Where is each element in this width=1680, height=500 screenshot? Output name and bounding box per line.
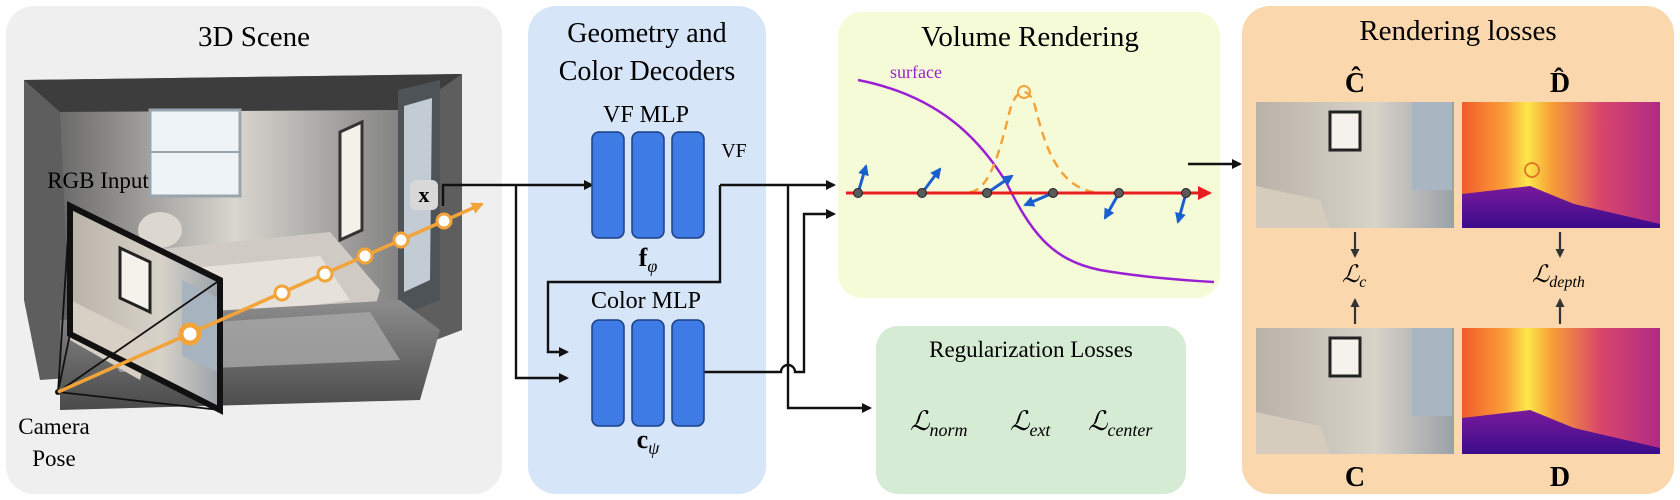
gt-color-image bbox=[1256, 328, 1454, 454]
volume-rendering-panel bbox=[838, 12, 1220, 298]
density-peak-marker bbox=[1017, 85, 1031, 99]
pred-depth-label: D̂ bbox=[1550, 68, 1570, 99]
color-param-main: c bbox=[637, 425, 649, 454]
ray-sample-point bbox=[435, 212, 453, 230]
vf-mlp-label: VF MLP bbox=[603, 102, 689, 128]
gt-color-label: C bbox=[1345, 462, 1365, 493]
vf-mlp-layer bbox=[671, 131, 705, 239]
volume-rendering-title: Volume Rendering bbox=[921, 21, 1139, 53]
gt-depth-label: D bbox=[1550, 462, 1570, 493]
vf-param-main: f bbox=[639, 243, 648, 272]
ray-sample-point bbox=[392, 231, 410, 249]
point-x-badge bbox=[410, 180, 438, 210]
ray-sample-point bbox=[273, 284, 291, 302]
loss-center-sub: center bbox=[1107, 420, 1153, 440]
ray-pixel-marker bbox=[178, 322, 202, 346]
loss-ext: ℒext bbox=[1010, 406, 1051, 440]
vf-mlp-layer bbox=[591, 131, 625, 239]
camera-frustum bbox=[57, 205, 221, 411]
surface-label: surface bbox=[890, 62, 942, 82]
vf-mlp-layer bbox=[631, 131, 665, 239]
loss-norm: ℒnorm bbox=[910, 406, 967, 440]
point-x-label: x bbox=[419, 182, 430, 207]
depth-loss-symbol: ℒ bbox=[1532, 262, 1550, 288]
vf-param-label: fφ bbox=[639, 243, 658, 276]
loss-center-symbol: ℒ bbox=[1088, 406, 1108, 436]
loss-arrows bbox=[1350, 232, 1565, 324]
color-param-sub: ψ bbox=[648, 438, 660, 458]
depth-loss: ℒdepth bbox=[1532, 262, 1585, 291]
camera-ray bbox=[57, 202, 484, 394]
loss-ext-sub: ext bbox=[1029, 420, 1051, 440]
ray-sample-point bbox=[316, 265, 334, 283]
vf-param-sub: φ bbox=[647, 256, 657, 276]
sample-points bbox=[853, 188, 1191, 198]
regularization-panel bbox=[876, 326, 1186, 494]
color-loss: ℒc bbox=[1342, 262, 1366, 291]
connector-lines bbox=[441, 180, 872, 413]
depth-loss-sub: depth bbox=[1549, 274, 1585, 291]
decoder-title-line1: Geometry and bbox=[567, 18, 726, 49]
color-mlp-layer bbox=[631, 319, 665, 427]
density-curve bbox=[969, 90, 1101, 195]
ray-sample-point bbox=[356, 247, 374, 265]
color-mlp-layer bbox=[591, 319, 625, 427]
decoder-title-line2: Color Decoders bbox=[559, 56, 736, 87]
scene-title: 3D Scene bbox=[198, 21, 310, 53]
loss-norm-symbol: ℒ bbox=[910, 406, 930, 436]
color-loss-sub: c bbox=[1359, 274, 1366, 291]
pred-depth-image bbox=[1462, 102, 1660, 228]
pred-color-image bbox=[1256, 102, 1454, 228]
camera-pose-label-line2: Pose bbox=[32, 446, 75, 471]
vf-output-label: VF bbox=[721, 140, 747, 162]
color-mlp-layer bbox=[671, 319, 705, 427]
color-param-label: cψ bbox=[637, 425, 661, 458]
color-loss-symbol: ℒ bbox=[1342, 262, 1360, 288]
rendering-losses-title: Rendering losses bbox=[1359, 15, 1556, 47]
surface-curve bbox=[857, 78, 1215, 284]
loss-center: ℒcenter bbox=[1088, 406, 1153, 440]
color-mlp-label: Color MLP bbox=[591, 288, 701, 314]
pred-color-label: Ĉ bbox=[1345, 67, 1365, 99]
camera-pose-label-line1: Camera bbox=[18, 414, 90, 439]
regularization-title: Regularization Losses bbox=[929, 337, 1133, 362]
rgb-input-label: RGB Input bbox=[47, 168, 149, 193]
loss-ext-symbol: ℒ bbox=[1010, 406, 1030, 436]
loss-norm-sub: norm bbox=[929, 420, 967, 440]
gt-depth-image bbox=[1462, 328, 1660, 454]
